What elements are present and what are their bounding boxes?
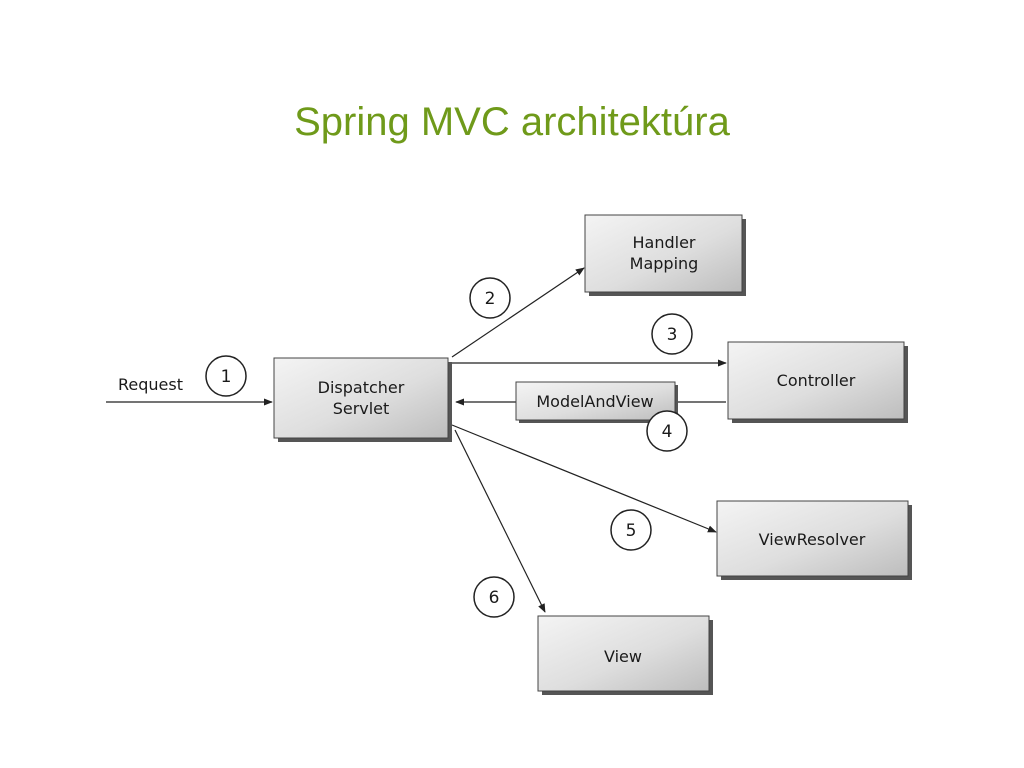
- step-circle-6: 6: [473, 576, 515, 618]
- arrow-to-handler-mapping: [451, 267, 585, 358]
- connectors: [106, 267, 727, 613]
- step-number-6: 6: [489, 588, 500, 608]
- slide-title: Spring MVC architektúra: [294, 100, 730, 144]
- handler-mapping-line1: Handler: [633, 233, 696, 252]
- dispatcher-line1: Dispatcher: [318, 378, 405, 397]
- model-and-view-label: ModelAndView: [536, 392, 653, 411]
- request-label: Request: [118, 375, 183, 394]
- controller-node: Controller: [727, 341, 908, 423]
- view-node: View: [537, 615, 713, 695]
- step-number-4: 4: [662, 422, 673, 442]
- view-resolver-node: ViewResolver: [716, 500, 912, 580]
- view-resolver-label: ViewResolver: [759, 530, 866, 549]
- dispatcher-line2: Servlet: [333, 399, 390, 418]
- step-circle-5: 5: [610, 509, 652, 551]
- model-and-view-node: ModelAndView: [515, 381, 678, 423]
- step-number-5: 5: [626, 521, 637, 541]
- step-circle-2: 2: [469, 277, 511, 319]
- controller-label: Controller: [777, 371, 856, 390]
- step-circle-1: 1: [205, 355, 247, 397]
- view-label: View: [604, 647, 642, 666]
- arrow-to-view-resolver: [451, 424, 717, 533]
- arrow-to-view: [454, 429, 546, 613]
- step-number-1: 1: [221, 367, 232, 387]
- dispatcher-servlet-node: Dispatcher Servlet: [273, 357, 452, 442]
- handler-mapping-line2: Mapping: [630, 254, 699, 273]
- step-circle-4: 4: [646, 410, 688, 452]
- step-number-2: 2: [485, 289, 496, 309]
- handler-mapping-node: Handler Mapping: [584, 214, 746, 296]
- step-circle-3: 3: [651, 313, 693, 355]
- step-number-3: 3: [667, 325, 678, 345]
